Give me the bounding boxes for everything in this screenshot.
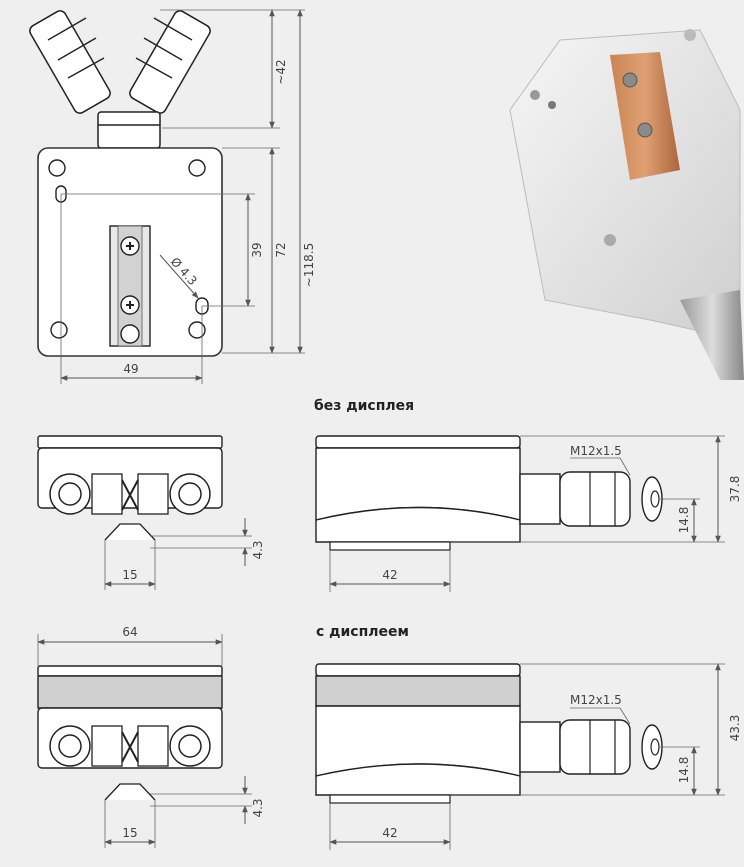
- dim-foot-height: 4.3: [251, 798, 265, 817]
- dim-height: 37.8: [728, 476, 742, 503]
- cable-gland-icon: [559, 719, 631, 775]
- dim-height: 43.3: [728, 715, 742, 742]
- dim-hole-width: 49: [123, 362, 138, 376]
- dim-hole-spacing: 39: [250, 242, 264, 257]
- dim-foot-width: 15: [122, 826, 137, 840]
- dim-base-width: 42: [382, 826, 397, 840]
- corner-screw-icon: [50, 321, 68, 339]
- heading-without-display: без дисплея: [314, 398, 415, 414]
- display-band: [315, 675, 521, 707]
- dim-cable-height: ~42: [274, 59, 288, 84]
- dim-thread: M12x1.5: [570, 444, 622, 458]
- gland-base: [97, 111, 161, 149]
- heading-with-display: с дисплеем: [316, 624, 409, 640]
- dim-foot-width: 15: [122, 568, 137, 582]
- display-band: [37, 675, 223, 709]
- cable-gland-right: [129, 10, 211, 114]
- side-view-display: M12x1.5 43.3 14.8 42: [315, 663, 742, 850]
- dim-width: 64: [122, 625, 137, 639]
- end-view-no-display: 4.3 15: [37, 435, 265, 590]
- dim-base-width: 42: [382, 568, 397, 582]
- corner-screw-icon: [48, 159, 66, 177]
- cable-gland-left: [29, 10, 111, 114]
- dim-gland-height: 14.8: [677, 757, 691, 784]
- side-view-no-display: M12x1.5 37.8 14.8 42: [315, 435, 742, 592]
- end-view-display: 64 4.3 15: [37, 625, 265, 848]
- product-photo: [509, 29, 744, 380]
- corner-screw-icon: [188, 159, 206, 177]
- dim-foot-height: 4.3: [251, 540, 265, 559]
- dim-body-height: 72: [274, 242, 288, 257]
- cable-gland-icon: [559, 471, 631, 527]
- corner-screw-icon: [188, 321, 206, 339]
- dim-thread: M12x1.5: [570, 693, 622, 707]
- dim-total-height: ~118.5: [302, 243, 316, 287]
- strip-hole-icon: [120, 324, 140, 344]
- dim-gland-height: 14.8: [677, 507, 691, 534]
- top-view: ~42 ~118.5 72 39 Ø 4.3 49: [29, 9, 316, 384]
